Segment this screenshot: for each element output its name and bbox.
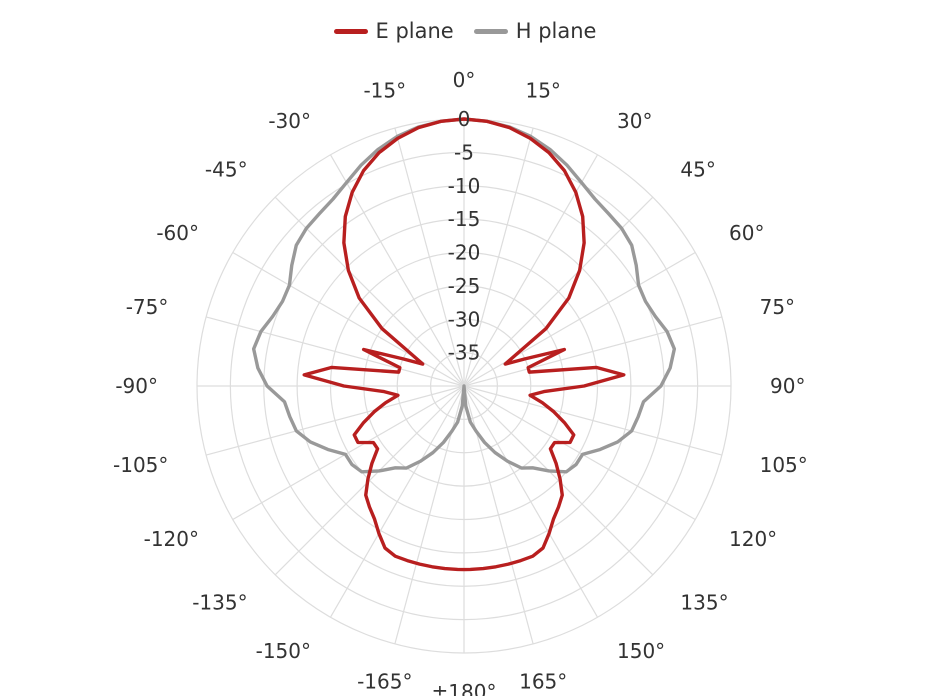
angle-tick-label: -60° xyxy=(156,221,199,245)
radial-tick-label: -35 xyxy=(448,341,481,365)
legend-label-e-plane: E plane xyxy=(375,19,454,43)
angle-tick-label: -135° xyxy=(192,590,247,614)
series-line-e-plane xyxy=(302,117,626,572)
angle-tick-label: -165° xyxy=(357,670,412,694)
legend-swatch-e-plane xyxy=(333,28,368,34)
radial-tick-label: -15 xyxy=(448,207,481,231)
grid-spoke xyxy=(463,316,723,387)
angle-tick-label: 30° xyxy=(617,109,652,133)
angle-tick-label: -45° xyxy=(205,158,248,182)
angle-tick-label: 0° xyxy=(453,68,476,92)
angle-tick-label: -75° xyxy=(126,295,169,319)
angle-tick-label: -120° xyxy=(144,527,199,551)
radial-tick-label: -20 xyxy=(448,241,481,265)
grid-spoke xyxy=(463,385,534,645)
grid-spoke xyxy=(205,316,465,387)
angle-tick-label: -150° xyxy=(256,639,311,663)
grid-spoke xyxy=(394,127,465,387)
angle-tick-label: 90° xyxy=(770,374,805,398)
angle-tick-label: 60° xyxy=(729,221,764,245)
angle-tick-label: 120° xyxy=(729,527,777,551)
angle-tick-label: ±180° xyxy=(432,680,497,696)
grid-spoke xyxy=(463,196,654,387)
radial-tick-label: -30 xyxy=(448,307,481,331)
grid-spoke xyxy=(329,385,465,618)
radial-tick-label: -10 xyxy=(448,174,481,198)
legend-label-h-plane: H plane xyxy=(515,19,597,43)
legend-swatch-h-plane xyxy=(473,28,508,34)
grid-spoke xyxy=(463,385,654,576)
grid-spoke xyxy=(463,251,696,387)
grid-spoke xyxy=(329,154,465,387)
grid-spoke xyxy=(463,127,534,387)
radial-tick-label: 0 xyxy=(458,107,471,131)
grid-spoke xyxy=(232,385,465,521)
series-line-h-plane xyxy=(251,117,677,474)
grid-spoke xyxy=(394,385,465,645)
angle-tick-label: -90° xyxy=(115,374,158,398)
grid-spoke xyxy=(205,385,465,456)
grid-spoke xyxy=(463,385,723,456)
angle-tick-label: 105° xyxy=(760,453,808,477)
radial-tick-label: -25 xyxy=(448,274,481,298)
series-layer xyxy=(251,117,677,572)
angle-tick-label: 165° xyxy=(519,670,567,694)
angle-tick-label: 45° xyxy=(680,158,715,182)
ring-labels: 0 -5 -10 -15 -20 -25 -30 -35 xyxy=(448,107,481,365)
grid-spoke xyxy=(232,251,465,387)
legend-item-e-plane[interactable]: E plane xyxy=(333,19,454,43)
grid-spoke xyxy=(463,385,599,618)
grid-spoke xyxy=(274,385,465,576)
angle-tick-label: -105° xyxy=(113,453,168,477)
angle-tick-label: 15° xyxy=(525,78,560,102)
angle-tick-label: 135° xyxy=(680,590,728,614)
angle-tick-label: -15° xyxy=(363,78,406,102)
legend: E plane H plane xyxy=(0,14,930,48)
angle-tick-label: 150° xyxy=(617,639,665,663)
grid-spoke xyxy=(463,385,696,521)
angle-labels: 0° 15° 30° 45° 60° 75° 90° 105° 120° 135° 150° 165°… xyxy=(113,68,808,696)
grid-spoke xyxy=(274,196,465,387)
grid-spoke xyxy=(463,154,599,387)
angle-tick-label: -30° xyxy=(268,109,311,133)
radial-tick-label: -5 xyxy=(454,140,474,164)
angle-tick-label: 75° xyxy=(760,295,795,319)
legend-item-h-plane[interactable]: H plane xyxy=(473,19,597,43)
